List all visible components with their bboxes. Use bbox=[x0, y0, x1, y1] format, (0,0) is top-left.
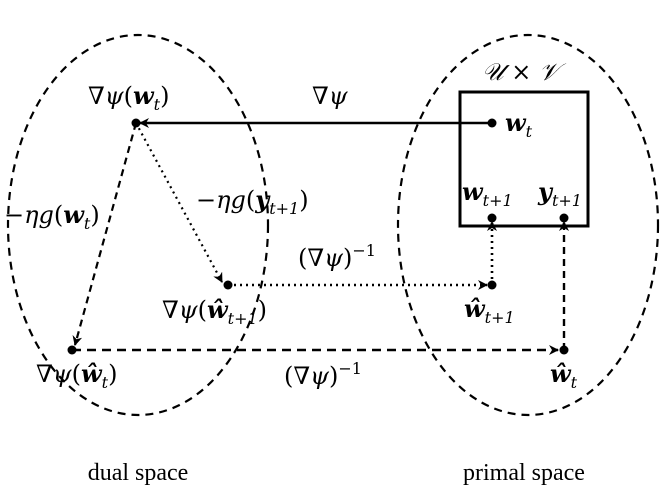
label-dual-space: dual space bbox=[88, 460, 189, 486]
label-grad-psi-top: ∇ψ bbox=[312, 82, 349, 110]
node-w-t1 bbox=[487, 213, 497, 223]
label-w-hat-t: ŵt bbox=[550, 359, 578, 392]
node-w-hat-t bbox=[559, 345, 569, 355]
arrow-minus-eta-g-y bbox=[135, 122, 223, 283]
label-grad-psi-w-hat-t1: ∇ψ(ŵt+1) bbox=[162, 295, 267, 328]
primal-space-ellipse bbox=[396, 33, 660, 417]
node-w-t bbox=[487, 118, 497, 128]
node-grad-psi-w-hat-t1 bbox=[223, 280, 233, 290]
label-w-t: wt bbox=[505, 108, 533, 141]
node-y-t1 bbox=[559, 213, 569, 223]
label-primal-space: primal space bbox=[463, 460, 585, 486]
constraint-box bbox=[458, 90, 590, 228]
label-box-u-times-v: 𝒰 × 𝒱 bbox=[482, 58, 567, 86]
label-w-t1: wt+1 bbox=[462, 177, 513, 210]
label-grad-psi-w-hat-t: ∇ψ(ŵt) bbox=[36, 359, 117, 392]
node-grad-psi-w-hat-t bbox=[67, 345, 77, 355]
label-inverse-grad-psi-bottom: (∇ψ)−1 bbox=[284, 359, 362, 390]
arrow-minus-eta-g-w bbox=[72, 122, 138, 346]
label-w-hat-t1: ŵt+1 bbox=[464, 294, 515, 327]
dual-space-ellipse bbox=[6, 33, 270, 417]
label-minus-eta-g-y-t1: −ηg(yt+1) bbox=[196, 185, 309, 218]
label-y-t1: yt+1 bbox=[537, 177, 582, 210]
label-grad-psi-w-t: ∇ψ(wt) bbox=[88, 81, 169, 114]
label-inverse-grad-psi-top: (∇ψ)−1 bbox=[298, 241, 376, 272]
label-minus-eta-g-w-t: −ηg(wt) bbox=[4, 200, 100, 233]
node-grad-psi-w-t bbox=[131, 118, 141, 128]
node-w-hat-t1 bbox=[487, 280, 497, 290]
